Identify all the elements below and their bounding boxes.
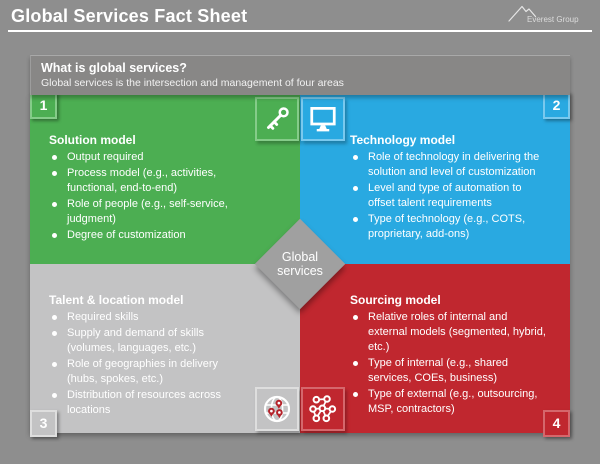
everest-group-logo: Everest Group	[508, 2, 594, 29]
bullet-list: Role of technology in delivering the sol…	[350, 150, 550, 242]
intro-title: What is global services?	[41, 61, 187, 75]
bullet-item: Type of internal (e.g., shared services,…	[350, 356, 546, 386]
quadrant-content: Technology model Role of technology in d…	[300, 95, 550, 242]
bullet-item: Supply and demand of skills (volumes, la…	[49, 326, 229, 356]
quadrant-solution-model: 1 Solution model Output required Process…	[30, 92, 300, 264]
bullet-item: Role of people (e.g., self-service, judg…	[49, 197, 245, 227]
quadrant-content: Solution model Output required Process m…	[30, 95, 245, 243]
location-pins	[268, 399, 283, 419]
quadrant-4-number-badge: 4	[543, 410, 570, 437]
bullet-item: Type of external (e.g., outsourcing, MSP…	[350, 387, 546, 417]
intro-panel: What is global services? Global services…	[30, 55, 570, 95]
bullet-item: Level and type of automation to offset t…	[350, 181, 550, 211]
intro-subtitle: Global services is the intersection and …	[41, 77, 344, 89]
bullet-item: Degree of customization	[49, 228, 245, 243]
quadrant-content: Sourcing model Relative roles of interna…	[300, 264, 546, 417]
quadrant-title: Technology model	[350, 133, 456, 147]
bullet-list: Relative roles of internal and external …	[350, 310, 546, 417]
page-title: Global Services Fact Sheet	[11, 6, 248, 26]
bullet-list: Output required Process model (e.g., act…	[49, 150, 245, 243]
quadrant-2-number-badge: 2	[543, 92, 570, 119]
bullet-item: Required skills	[49, 310, 229, 325]
mountain-icon	[508, 5, 537, 22]
monitor-icon	[301, 97, 345, 141]
quadrant-title: Talent & location model	[49, 293, 184, 307]
quadrant-3-number-badge: 3	[30, 410, 57, 437]
quadrant-title: Solution model	[49, 133, 136, 147]
bullet-item: Role of geographies in delivery (hubs, s…	[49, 357, 229, 387]
globe-icon	[255, 387, 299, 431]
bullet-item: Output required	[49, 150, 245, 165]
network-icon	[301, 387, 345, 431]
bullet-item: Role of technology in delivering the sol…	[350, 150, 550, 180]
quadrant-talent-location-model: 3	[30, 264, 300, 437]
bullet-item: Distribution of resources across locatio…	[49, 388, 229, 418]
header: Global Services Fact Sheet Everest Group	[0, 0, 600, 32]
quadrant-sourcing-model: 4	[300, 264, 570, 437]
quadrant-content: Talent & location model Required skills …	[30, 264, 229, 418]
bullet-list: Required skills Supply and demand of ski…	[49, 310, 229, 418]
bullet-item: Relative roles of internal and external …	[350, 310, 546, 355]
quadrant-title: Sourcing model	[350, 293, 441, 307]
key-icon	[255, 97, 299, 141]
quadrant-1-number-badge: 1	[30, 92, 57, 119]
header-divider	[8, 30, 592, 32]
quadrant-grid: 1 Solution model Output required Process…	[30, 92, 570, 437]
quadrant-technology-model: 2 Technology model Role of technology in…	[300, 92, 570, 264]
bullet-item: Process model (e.g., activities, functio…	[49, 166, 245, 196]
bullet-item: Type of technology (e.g., COTS, propriet…	[350, 212, 550, 242]
center-diamond-label: Global services	[277, 250, 323, 278]
logo-text: Everest Group	[527, 15, 579, 24]
